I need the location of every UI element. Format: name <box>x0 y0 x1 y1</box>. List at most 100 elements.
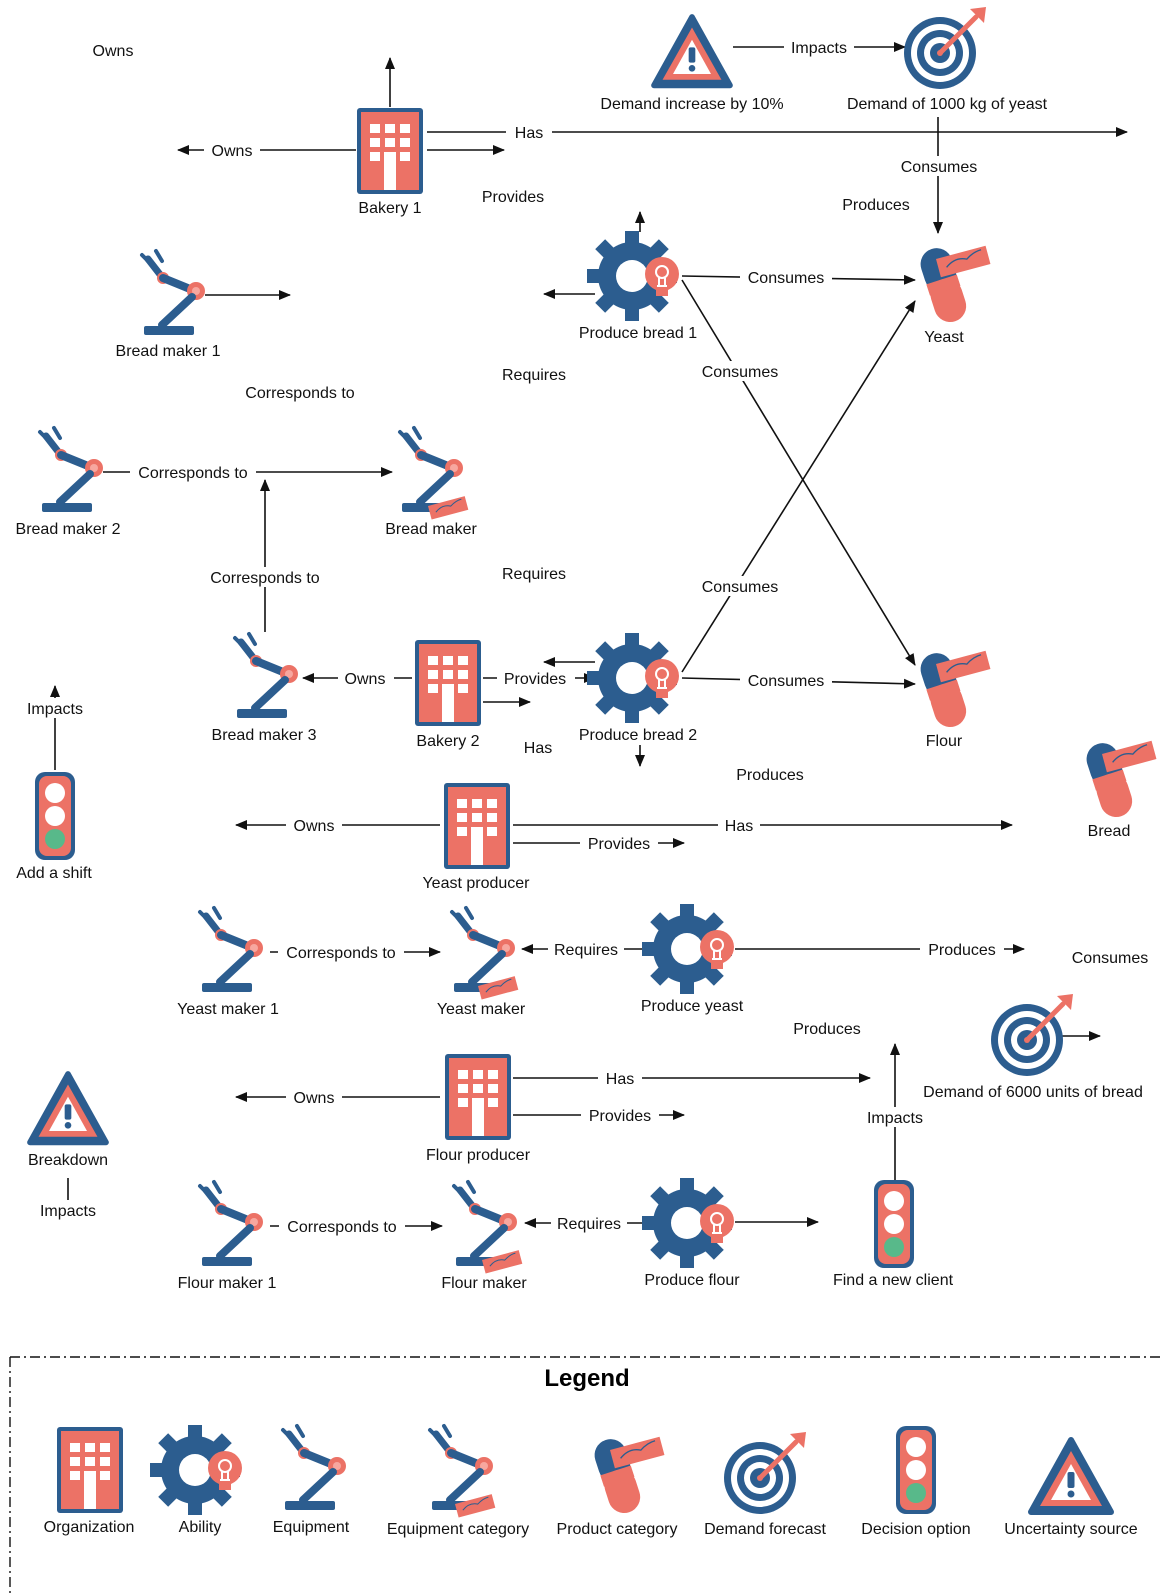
robot-arm-icon <box>235 634 298 718</box>
equipment-icon <box>283 1426 346 1510</box>
target-icon <box>904 7 986 89</box>
edge-label: Produces <box>785 1018 869 1038</box>
category-tag-icon <box>477 975 519 1001</box>
svg-text:Corresponds to: Corresponds to <box>286 945 395 962</box>
node-bread-maker-category[interactable]: Bread maker <box>385 428 477 538</box>
node-forecast-bread[interactable]: Demand of 6000 units of bread <box>923 994 1143 1101</box>
edge-label: Impacts <box>22 698 88 718</box>
svg-text:Provides: Provides <box>482 189 544 206</box>
node-flour-maker-1[interactable]: Flour maker 1 <box>178 1182 277 1292</box>
node-demand-increase[interactable]: Demand increase by 10% <box>600 17 784 113</box>
node-label: Produce bread 2 <box>579 727 697 744</box>
svg-text:Owns: Owns <box>294 1090 335 1107</box>
node-label: Bakery 1 <box>358 200 421 217</box>
edge-label: Consumes <box>740 670 832 690</box>
product-category-icon <box>590 1435 664 1517</box>
node-bread-maker-3[interactable]: Bread maker 3 <box>212 634 317 744</box>
node-bread[interactable]: Bread <box>1082 739 1156 840</box>
node-yeast-maker-category[interactable]: Yeast maker <box>437 908 526 1018</box>
svg-text:Has: Has <box>725 818 753 835</box>
legend-border <box>9 1356 1163 1593</box>
edge-consumes-pb2-yeast <box>681 300 916 673</box>
svg-text:Corresponds to: Corresponds to <box>287 1219 396 1236</box>
svg-text:Corresponds to: Corresponds to <box>210 570 319 587</box>
node-produce-yeast[interactable]: Produce yeast <box>641 903 744 1015</box>
svg-text:Has: Has <box>515 125 543 142</box>
edge-label: Corresponds to <box>130 462 256 482</box>
legend-item: Uncertainty source <box>1004 1521 1137 1538</box>
node-yeast[interactable]: Yeast <box>916 244 990 346</box>
node-label: Demand of 6000 units of bread <box>923 1084 1143 1101</box>
svg-text:Consumes: Consumes <box>901 159 977 176</box>
node-label: Produce bread 1 <box>579 325 697 342</box>
legend-item: Ability <box>179 1519 222 1536</box>
node-flour-producer[interactable]: Flour producer <box>426 1054 531 1164</box>
edge-label: Provides <box>474 186 552 206</box>
pill-icon <box>916 244 990 326</box>
svg-text:Provides: Provides <box>504 671 566 688</box>
edge-label: Has <box>718 815 760 835</box>
svg-text:Requires: Requires <box>554 942 618 959</box>
robot-arm-icon <box>142 251 205 335</box>
node-label: Yeast maker 1 <box>177 1001 279 1018</box>
edge-label: Requires <box>496 364 572 384</box>
node-yeast-maker-1[interactable]: Yeast maker 1 <box>177 908 279 1018</box>
organization-icon <box>57 1427 123 1513</box>
node-label: Flour maker 1 <box>178 1275 277 1292</box>
legend-item: Organization <box>44 1519 135 1536</box>
svg-text:Requires: Requires <box>502 367 566 384</box>
edge-label: Owns <box>286 1087 342 1107</box>
node-bread-maker-2[interactable]: Bread maker 2 <box>16 428 121 538</box>
node-flour[interactable]: Flour <box>916 649 990 750</box>
svg-text:Impacts: Impacts <box>40 1203 96 1220</box>
node-breakdown[interactable]: Breakdown <box>28 1074 108 1169</box>
node-bread-maker-1[interactable]: Bread maker 1 <box>116 251 221 360</box>
node-flour-maker-category[interactable]: Flour maker <box>441 1182 527 1292</box>
node-produce-flour[interactable]: Produce flour <box>641 1177 740 1289</box>
node-label: Find a new client <box>833 1272 954 1289</box>
pill-icon <box>916 649 990 731</box>
edge-label: Produces <box>920 939 1004 959</box>
legend-item: Equipment category <box>387 1521 529 1538</box>
edge-consumes-pb1-flour <box>681 279 916 666</box>
node-add-a-shift[interactable]: Add a shift <box>16 772 92 882</box>
node-bakery-1[interactable]: Bakery 1 <box>357 108 423 217</box>
edge-label: Produces <box>834 194 918 214</box>
svg-text:Corresponds to: Corresponds to <box>138 465 247 482</box>
gear-bulb-icon <box>586 230 680 322</box>
ability-icon <box>149 1424 243 1516</box>
edge-label: Corresponds to <box>202 567 328 587</box>
legend: Legend Organization Ability Equipment Eq… <box>9 1356 1163 1593</box>
edge-label: Impacts <box>36 1200 102 1220</box>
node-find-new-client[interactable]: Find a new client <box>833 1180 954 1289</box>
node-label: Add a shift <box>16 865 92 882</box>
edge-label: Has <box>518 737 558 757</box>
node-label: Bread maker 1 <box>116 343 221 360</box>
svg-text:Has: Has <box>524 740 552 757</box>
building-icon <box>444 783 510 869</box>
node-produce-bread-2[interactable]: Produce bread 2 <box>579 632 697 744</box>
edge-label: Requires <box>551 1213 627 1233</box>
svg-text:Owns: Owns <box>345 671 386 688</box>
svg-text:Produces: Produces <box>842 197 910 214</box>
gear-bulb-icon <box>641 903 735 995</box>
uncertainty-icon <box>30 1074 106 1142</box>
node-label: Demand increase by 10% <box>600 96 783 113</box>
node-bakery-2[interactable]: Bakery 2 <box>415 640 481 750</box>
edge-label: Owns <box>84 40 140 60</box>
node-produce-bread-1[interactable]: Produce bread 1 <box>579 230 697 342</box>
edge-label: Requires <box>548 939 624 959</box>
node-yeast-producer[interactable]: Yeast producer <box>422 783 530 892</box>
legend-item: Equipment <box>273 1519 350 1536</box>
node-label: Breakdown <box>28 1152 108 1169</box>
svg-text:Impacts: Impacts <box>791 40 847 57</box>
node-label: Produce flour <box>644 1272 740 1289</box>
node-label: Bread maker 3 <box>212 727 317 744</box>
svg-text:Consumes: Consumes <box>702 579 778 596</box>
edge-label: Impacts <box>862 1107 928 1127</box>
category-tag-icon <box>427 495 469 521</box>
node-forecast-yeast[interactable]: Demand of 1000 kg of yeast <box>847 7 1048 113</box>
robot-arm-icon <box>200 908 263 992</box>
demand-forecast-icon <box>724 1432 806 1514</box>
